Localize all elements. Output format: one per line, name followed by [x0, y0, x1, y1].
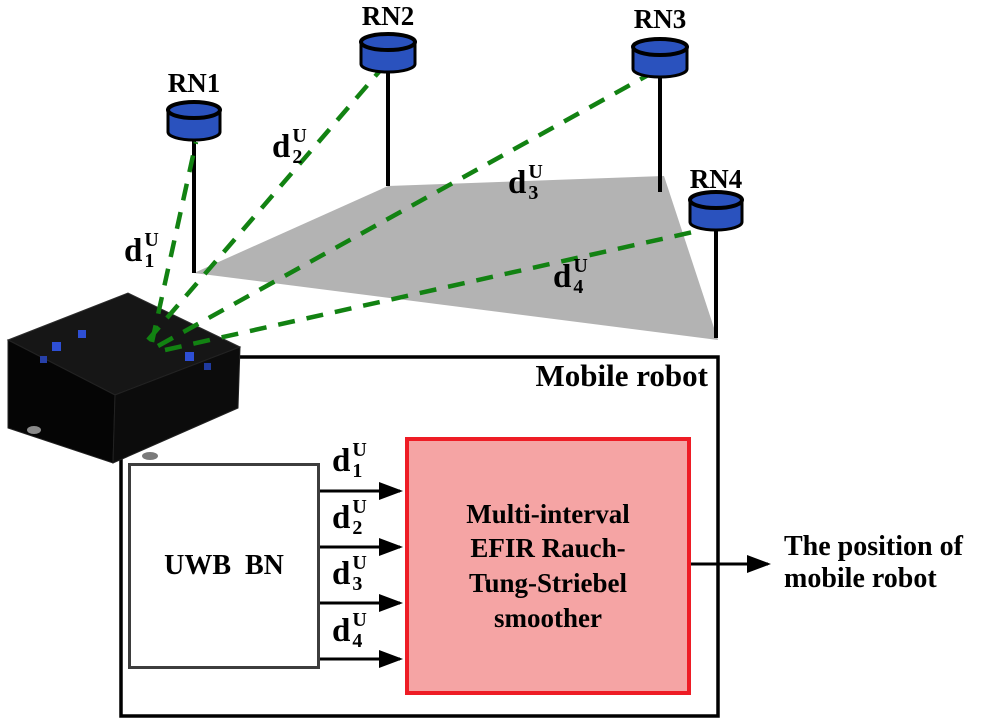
range-line-rn3	[156, 72, 652, 348]
output-line-2: mobile robot	[784, 563, 937, 595]
uwb-bn-label: UWB BN	[164, 550, 284, 581]
d2-sub: 2	[292, 146, 303, 168]
output-line-1: The position of	[784, 531, 963, 562]
d3-sup: U	[528, 161, 543, 183]
smoother-line-1: Multi-interval	[466, 498, 630, 529]
smoother-line-2: EFIR Rauch-	[470, 533, 626, 564]
anchor-cylinder-rn1	[166, 100, 222, 142]
range-line-rn2	[146, 64, 386, 342]
rn3-label: RN3	[633, 4, 687, 34]
block-arrows	[320, 482, 771, 668]
rn1-label: RN1	[167, 68, 221, 98]
uwb-range-lines	[146, 64, 703, 353]
d2-base: d	[272, 128, 291, 165]
d4-sub: 4	[573, 276, 584, 298]
d1-sup: U	[144, 229, 159, 251]
d3-base: d	[508, 164, 527, 201]
ground-plane	[194, 176, 718, 340]
d4-sup: U	[573, 255, 588, 277]
smoother-line-3: Tung-Striebel	[468, 568, 628, 598]
mobile-robot-photo	[6, 292, 242, 464]
smoother-line-4: smoother	[494, 602, 602, 633]
rn2-label: RN2	[361, 1, 415, 31]
d2-sup: U	[292, 125, 307, 147]
uwb-bn-block: UWB BN	[128, 463, 320, 669]
rn4-label: RN4	[689, 164, 743, 194]
d3-sub: 3	[528, 182, 539, 204]
range-line-rn4	[164, 227, 703, 353]
d1-sub: 1	[144, 250, 155, 272]
d4-base: d	[553, 258, 572, 295]
output-position-label: The position of mobile robot	[784, 531, 998, 595]
mobile-robot-box-title: Mobile robot	[535, 358, 709, 393]
smoother-block: Multi-interval EFIR Rauch- Tung-Striebel…	[405, 437, 691, 695]
d1-base: d	[124, 232, 143, 269]
mobile-robot-container-box	[119, 355, 720, 718]
anchor-cylinder-rn4	[688, 190, 744, 232]
anchor-cylinder-rn3	[631, 37, 689, 79]
range-line-rn1	[149, 141, 199, 343]
anchor-cylinder-rn2	[359, 32, 417, 74]
